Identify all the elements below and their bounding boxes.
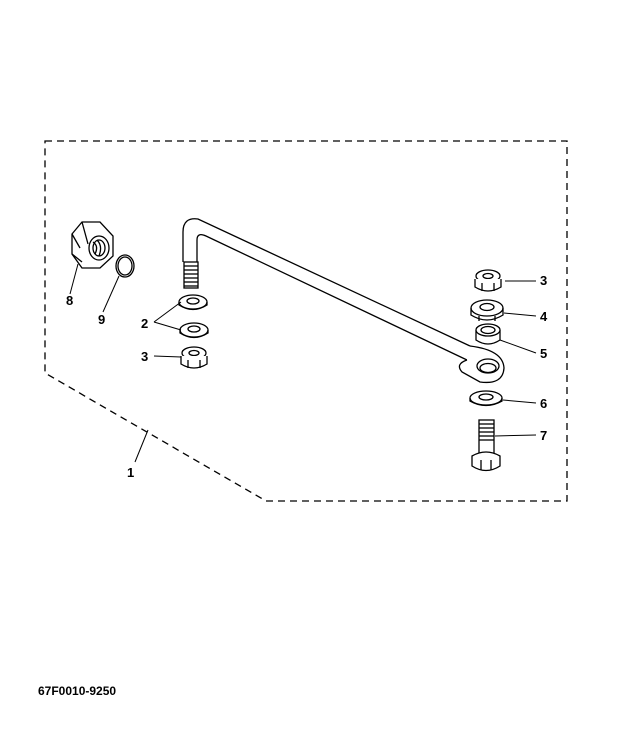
label-part-3-right: 3 <box>540 273 547 288</box>
assembly-boundary <box>44 140 568 502</box>
hex-nut-right <box>470 299 504 321</box>
leader-lines <box>69 263 537 463</box>
nut-large <box>71 221 114 269</box>
link-rod <box>182 218 505 384</box>
label-part-2: 2 <box>141 316 148 331</box>
label-part-4: 4 <box>540 309 548 324</box>
lock-nut-left <box>180 346 208 369</box>
washer-upper-left <box>178 294 208 311</box>
label-part-7: 7 <box>540 428 547 443</box>
washer-lower-left <box>179 322 209 339</box>
label-part-8: 8 <box>66 293 73 308</box>
label-part-1: 1 <box>127 465 134 480</box>
o-ring <box>115 254 135 278</box>
label-part-3-left: 3 <box>141 349 148 364</box>
washer-right <box>469 390 503 407</box>
label-part-9: 9 <box>98 312 105 327</box>
collar <box>475 323 501 345</box>
lock-nut-right <box>474 269 502 292</box>
bolt <box>471 419 501 472</box>
label-part-6: 6 <box>540 396 547 411</box>
drawing-code: 67F0010-9250 <box>38 684 117 698</box>
label-part-5: 5 <box>540 346 547 361</box>
